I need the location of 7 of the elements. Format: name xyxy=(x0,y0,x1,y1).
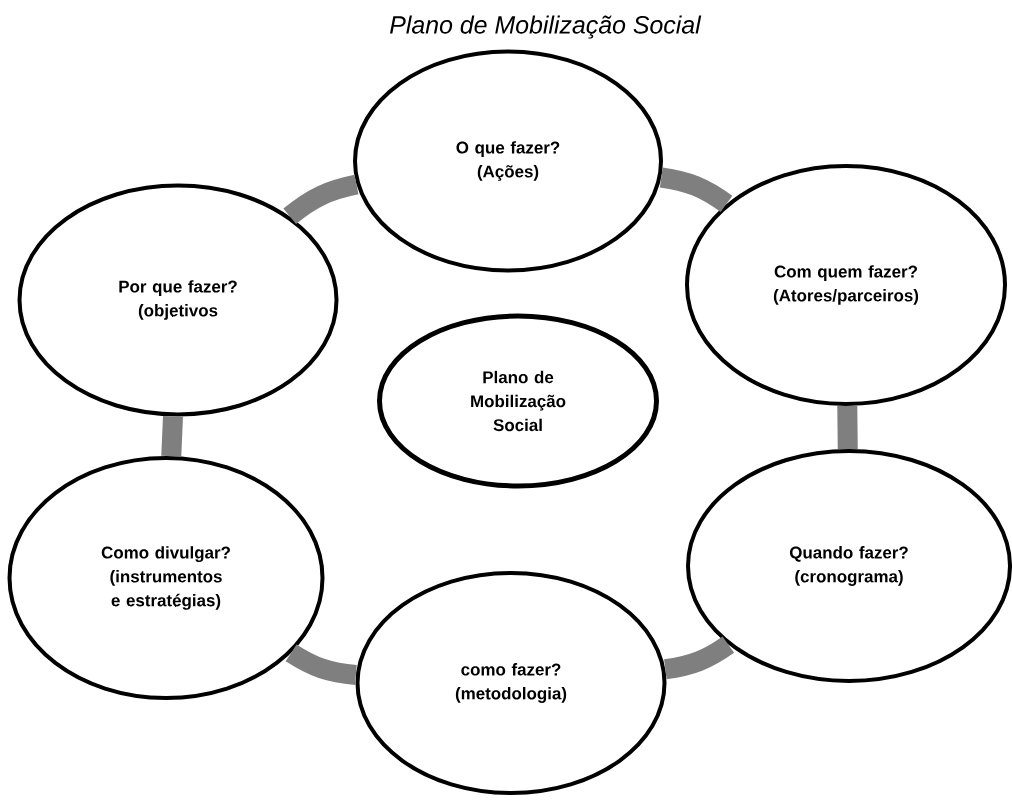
connector-band xyxy=(837,405,858,450)
connector-band xyxy=(283,174,359,225)
title: Plano de Mobilização Social xyxy=(390,15,702,39)
connector-band xyxy=(285,644,357,685)
connector-band xyxy=(659,167,733,213)
connector-band xyxy=(161,416,183,457)
connector-band xyxy=(663,636,734,680)
